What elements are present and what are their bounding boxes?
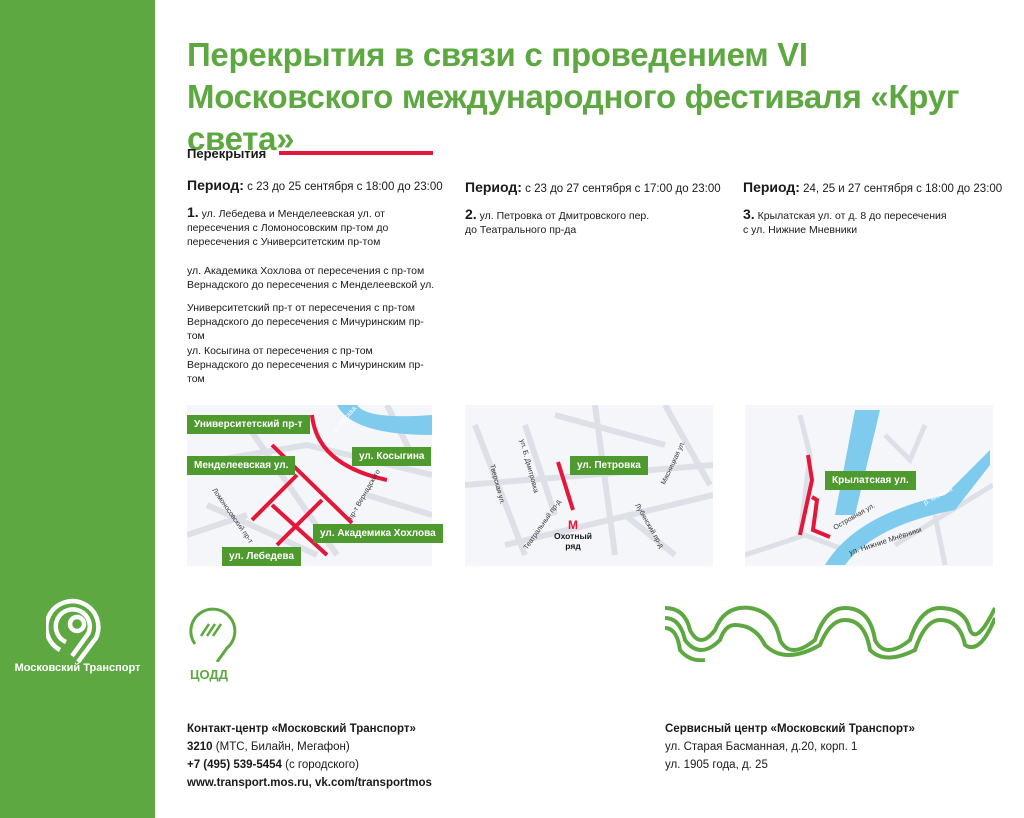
metro-icon: М <box>568 518 578 532</box>
tag-kosygina: ул. Косыгина <box>352 447 432 466</box>
page-title: Перекрытия в связи с проведением VI Моск… <box>187 36 960 157</box>
contact-center: Контакт-центр «Московский Транспорт» 321… <box>187 720 432 792</box>
wave-ornament-icon <box>665 605 995 662</box>
period-3: Период: 24, 25 и 27 сентября с 18:00 до … <box>743 179 1003 195</box>
map-3: Островная ул. ул. Нижние Мнёвники р. Мос… <box>745 405 993 566</box>
period-2: Период: с 23 до 27 сентября с 17:00 до 2… <box>465 179 721 195</box>
tag-universitetsky: Университетский пр-т <box>187 415 310 434</box>
tag-petrovka: ул. Петровка <box>570 456 648 475</box>
green-sidebar <box>0 0 155 818</box>
codd-logo-icon <box>189 607 237 662</box>
phone-city[interactable]: +7 (495) 539-5454 <box>187 759 282 771</box>
tag-lebedeva: ул. Лебедева <box>222 547 302 566</box>
closure-1b: ул. Академика Хохлова от пересечения с п… <box>187 265 435 291</box>
moscow-transport-logo-text: Московский Транспорт <box>14 662 141 674</box>
period-1: Период: с 23 до 25 сентября с 18:00 до 2… <box>187 177 443 193</box>
tag-krylatskaya: Крылатская ул. <box>825 471 916 490</box>
service-center: Сервисный центр «Московский Транспорт» у… <box>665 723 915 771</box>
codd-logo-text: ЦОДД <box>190 667 228 682</box>
tag-mendeleevskaya: Менделеевская ул. <box>187 456 296 475</box>
moscow-transport-logo-icon <box>46 598 101 664</box>
svg-text:Ломоносовский пр-т: Ломоносовский пр-т <box>210 487 255 546</box>
legend-label: Перекрытия <box>187 146 267 161</box>
phone-short[interactable]: 3210 <box>187 741 213 753</box>
svg-text:пр-т Вернадского: пр-т Вернадского <box>348 469 382 521</box>
closure-3: 3. Крылатская ул. от д. 8 до пересечения… <box>743 206 947 236</box>
metro-station-label: Охотный ряд <box>554 531 592 551</box>
map-1: р. Москва Ломоносовский пр-т пр-т Вернад… <box>187 405 443 566</box>
legend-red-line <box>279 151 433 155</box>
closure-1a: 1. ул. Лебедева и Менделеевская ул. от п… <box>187 204 389 248</box>
tag-khokhlova: ул. Академика Хохлова <box>313 524 443 543</box>
closure-2: 2. ул. Петровка от Дмитровского пер. до … <box>465 206 650 236</box>
map-2: ул. Б. Дмитровка Тверская ул. Театральны… <box>465 405 713 566</box>
web-links[interactable]: www.transport.mos.ru, vk.com/transportmo… <box>187 777 432 789</box>
closure-1c: Университетский пр-т от пересечения с пр… <box>187 302 424 342</box>
closure-1d: ул. Косыгина от пересечения с пр-том Вер… <box>187 345 424 385</box>
